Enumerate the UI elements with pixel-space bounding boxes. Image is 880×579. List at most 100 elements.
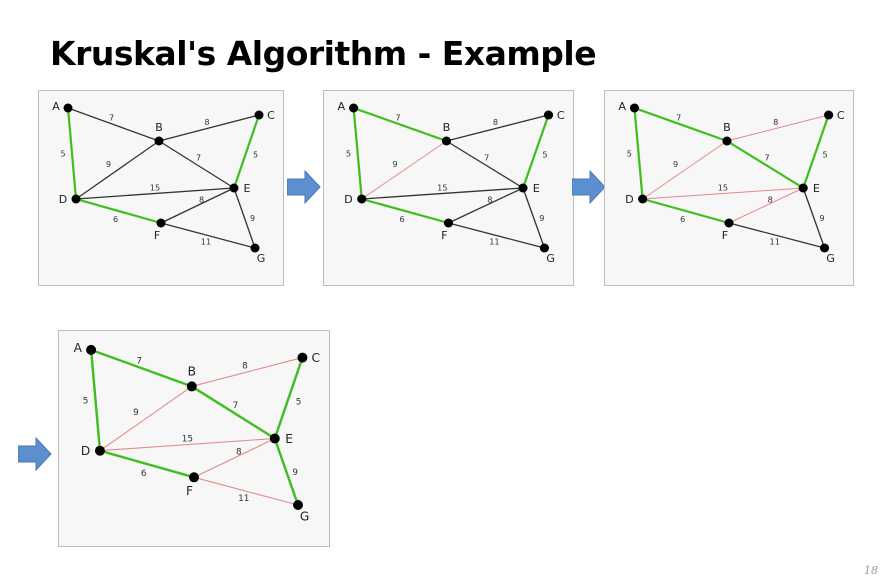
node-C bbox=[543, 110, 554, 120]
node-G bbox=[250, 243, 260, 253]
edge-BC-rejected bbox=[726, 114, 829, 142]
edge-weight-CE: 5 bbox=[253, 151, 258, 160]
node-label-E: E bbox=[533, 182, 540, 195]
node-label-B: B bbox=[188, 364, 196, 378]
edge-weight-DE: 15 bbox=[150, 184, 160, 193]
edge-weight-DF: 6 bbox=[680, 215, 685, 224]
edge-BE-unprocessed bbox=[158, 140, 235, 189]
edge-CE-selected bbox=[802, 114, 830, 189]
node-E bbox=[518, 183, 528, 193]
node-label-G: G bbox=[257, 252, 266, 265]
node-label-A: A bbox=[52, 100, 60, 113]
edge-weight-DE: 15 bbox=[437, 183, 447, 193]
node-label-A: A bbox=[338, 100, 346, 113]
node-label-G: G bbox=[546, 252, 555, 265]
edge-weight-BD: 9 bbox=[106, 160, 111, 169]
node-F bbox=[443, 218, 454, 228]
arrow-right-icon bbox=[572, 170, 606, 204]
node-label-D: D bbox=[59, 193, 67, 206]
node-label-E: E bbox=[285, 432, 293, 446]
edge-weight-EG: 9 bbox=[539, 213, 544, 223]
edge-EG-unprocessed bbox=[802, 187, 826, 249]
node-A bbox=[349, 103, 359, 113]
node-label-F: F bbox=[186, 484, 193, 498]
node-label-B: B bbox=[443, 121, 451, 134]
edge-BC-unprocessed bbox=[158, 114, 260, 142]
edge-BC-unprocessed bbox=[446, 114, 549, 142]
node-label-B: B bbox=[155, 121, 163, 134]
edge-weight-BC: 8 bbox=[773, 118, 778, 127]
edge-weight-BE: 7 bbox=[765, 154, 770, 163]
node-label-F: F bbox=[441, 229, 447, 242]
node-G bbox=[293, 500, 303, 510]
edge-weight-EF: 8 bbox=[199, 196, 204, 205]
edge-DE-rejected bbox=[99, 437, 275, 452]
edge-weight-AB: 7 bbox=[395, 113, 400, 123]
node-C bbox=[824, 110, 834, 120]
edge-weight-EG: 9 bbox=[250, 214, 255, 223]
edge-AD-selected bbox=[66, 107, 78, 200]
node-label-F: F bbox=[722, 229, 728, 242]
edge-AB-selected bbox=[90, 348, 193, 388]
node-label-C: C bbox=[267, 109, 275, 122]
edge-FG-unprocessed bbox=[448, 222, 545, 249]
edge-CE-selected bbox=[232, 114, 261, 189]
node-E bbox=[229, 183, 239, 193]
node-label-F: F bbox=[154, 229, 160, 242]
node-B bbox=[186, 381, 197, 392]
node-A bbox=[86, 344, 97, 355]
node-label-E: E bbox=[813, 182, 820, 195]
edge-DE-rejected bbox=[642, 187, 804, 200]
edge-weight-CE: 5 bbox=[542, 150, 547, 160]
edge-DF-selected bbox=[642, 197, 730, 225]
edge-EG-unprocessed bbox=[233, 187, 256, 249]
node-label-G: G bbox=[300, 510, 309, 524]
edge-FG-unprocessed bbox=[728, 222, 825, 249]
edge-weight-AD: 5 bbox=[627, 150, 632, 159]
node-label-C: C bbox=[557, 109, 565, 122]
edge-DF-selected bbox=[361, 197, 449, 225]
edge-CE-selected bbox=[521, 114, 550, 189]
node-label-C: C bbox=[837, 109, 845, 122]
edge-weight-AB: 7 bbox=[676, 114, 681, 123]
node-label-D: D bbox=[344, 193, 353, 206]
edge-BD-rejected bbox=[99, 385, 193, 452]
edge-EF-rejected bbox=[728, 187, 804, 224]
edge-weight-FG: 11 bbox=[489, 237, 499, 247]
edge-weight-AD: 5 bbox=[83, 397, 89, 407]
edge-weight-BE: 7 bbox=[233, 401, 239, 411]
edge-weight-BE: 7 bbox=[196, 154, 201, 163]
node-D bbox=[638, 194, 648, 204]
edge-weight-CE: 5 bbox=[296, 398, 302, 408]
edge-EG-unprocessed bbox=[522, 187, 546, 249]
edge-DF-selected bbox=[99, 449, 195, 479]
edge-weight-BD: 9 bbox=[673, 160, 678, 169]
edge-CE-selected bbox=[273, 357, 304, 439]
edge-BE-selected bbox=[726, 140, 804, 189]
edge-weight-DF: 6 bbox=[113, 215, 118, 224]
edge-weight-BD: 9 bbox=[392, 159, 397, 169]
edge-BE-selected bbox=[191, 385, 276, 440]
edge-weight-BD: 9 bbox=[133, 408, 139, 418]
node-E bbox=[798, 183, 808, 193]
edge-DE-unprocessed bbox=[361, 187, 524, 200]
edge-weight-BE: 7 bbox=[484, 153, 489, 163]
edge-weight-EF: 8 bbox=[487, 195, 492, 205]
edge-weight-AD: 5 bbox=[346, 149, 351, 159]
node-A bbox=[629, 103, 640, 113]
edge-AB-selected bbox=[353, 106, 447, 143]
node-D bbox=[71, 194, 81, 204]
node-B bbox=[441, 136, 452, 146]
edge-AD-selected bbox=[89, 349, 102, 451]
edge-EF-unprocessed bbox=[160, 187, 235, 224]
node-label-A: A bbox=[74, 341, 83, 355]
arrow-right-icon bbox=[18, 437, 52, 471]
edge-EF-unprocessed bbox=[448, 187, 524, 224]
edge-weight-FG: 11 bbox=[238, 494, 249, 504]
node-G bbox=[819, 243, 830, 253]
node-label-B: B bbox=[723, 121, 731, 134]
edge-BD-rejected bbox=[642, 140, 728, 200]
